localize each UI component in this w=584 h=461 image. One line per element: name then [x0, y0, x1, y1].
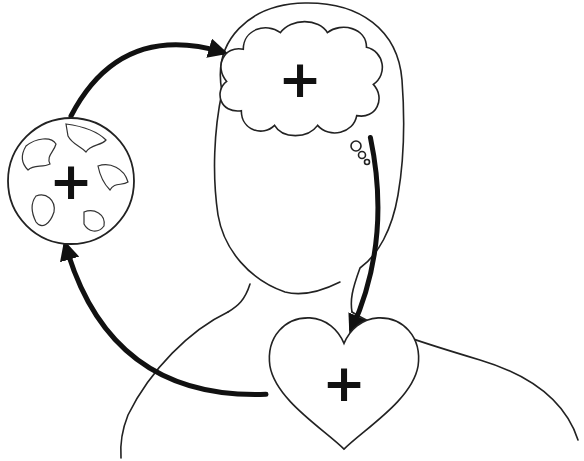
thought-bubble: [351, 141, 361, 151]
plus-sign: +: [278, 53, 322, 105]
neck-left: [228, 284, 250, 312]
globe-circle: +: [6, 116, 136, 246]
cycle-arrow: [71, 45, 223, 116]
heart-shape: +: [266, 312, 422, 454]
thought-cloud: +: [212, 18, 388, 140]
thought-bubble: [365, 160, 370, 165]
thought-bubble: [359, 152, 366, 159]
plus-sign: +: [322, 357, 366, 409]
cycle-arrow: [352, 138, 378, 329]
plus-sign: +: [49, 155, 93, 207]
continent-outline: [98, 165, 128, 190]
continent-outline: [84, 211, 104, 231]
cycle-arrow: [66, 246, 266, 395]
left-shoulder: [121, 312, 228, 458]
continent-outline: [66, 124, 106, 152]
